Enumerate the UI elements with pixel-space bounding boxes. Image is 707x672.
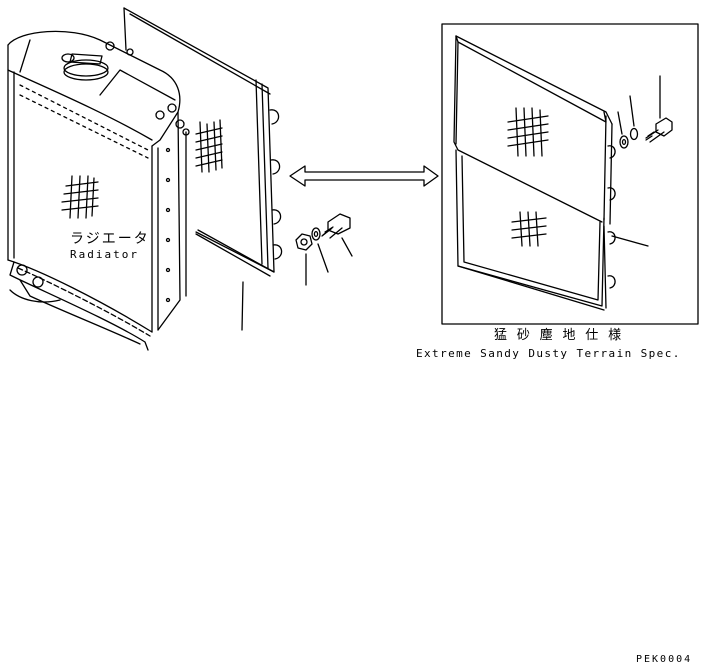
core-mesh-icon bbox=[61, 175, 99, 219]
washer-icon bbox=[629, 127, 639, 141]
spec-label-jp: 猛 砂 塵 地 仕 様 bbox=[494, 328, 623, 343]
double-arrow-icon bbox=[289, 165, 439, 187]
radiator bbox=[7, 30, 190, 351]
radiator-label-en: Radiator bbox=[70, 248, 139, 261]
lower-screen-mesh-icon bbox=[511, 211, 547, 247]
upper-screen-mesh-icon bbox=[507, 107, 549, 157]
screen-mesh-icon bbox=[195, 119, 223, 173]
radiator-label-jp: ラジエータ bbox=[70, 231, 150, 247]
dust-screen-removed bbox=[123, 7, 283, 331]
filler-cap-icon bbox=[61, 53, 109, 81]
washer-icon bbox=[311, 227, 321, 241]
nut-icon bbox=[619, 135, 629, 149]
spec-inset-frame bbox=[441, 23, 699, 325]
bolt-icon bbox=[645, 117, 673, 143]
bolt-icon bbox=[321, 213, 351, 239]
fasteners-left bbox=[295, 213, 353, 286]
drawing-code: PEK0004 bbox=[636, 654, 693, 665]
spec-inset bbox=[441, 23, 699, 325]
spec-label-en: Extreme Sandy Dusty Terrain Spec. bbox=[416, 347, 681, 360]
nut-icon bbox=[295, 233, 313, 251]
